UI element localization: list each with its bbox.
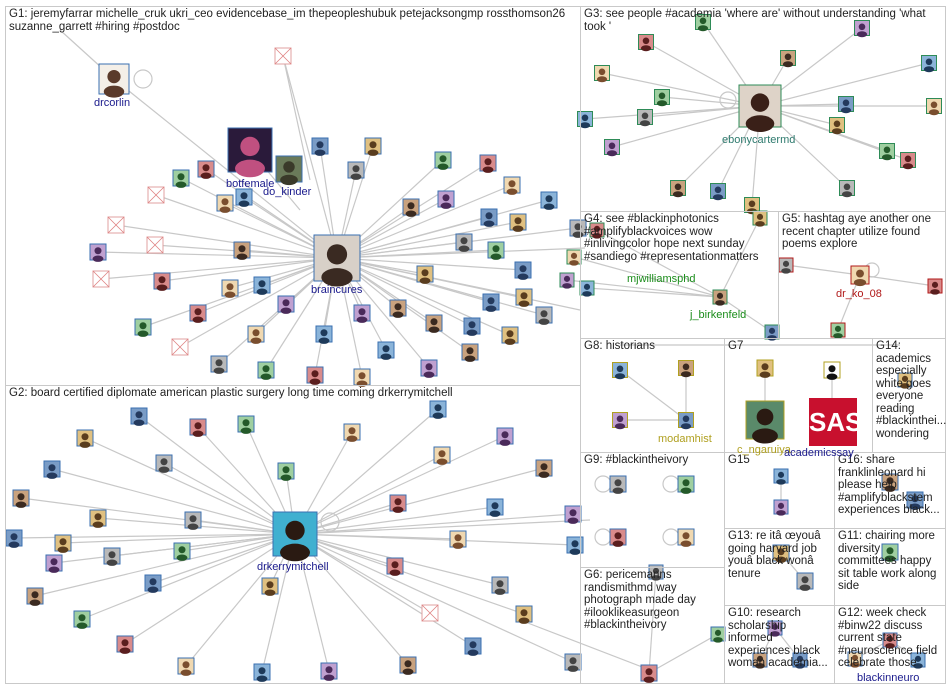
group-g6: G6: pericemanns randismithmd way photogr… <box>580 567 725 684</box>
group-g2: G2: board certified diplomate american p… <box>5 385 581 684</box>
node-label-drkerrymitchell[interactable]: drkerrymitchell <box>257 561 329 573</box>
group-g16-label: G16: share franklinleonard hi please hel… <box>838 454 942 517</box>
group-g16: G16: share franklinleonard hi please hel… <box>834 452 946 529</box>
group-g3-label: G3: see people #academia 'where are' wit… <box>584 8 942 33</box>
node-label-braincures[interactable]: braincures <box>311 284 362 296</box>
node-label-drcorlin[interactable]: drcorlin <box>94 97 130 109</box>
group-g13-label: G13: re itâ œyouâ going harvard job youâ… <box>728 530 831 580</box>
group-g14: G14: academics especially white goes eve… <box>872 338 946 453</box>
node-label-modamhist[interactable]: modamhist <box>658 433 712 445</box>
group-g4-label: G4: see #blackinphotonics #amplifyblackv… <box>584 213 775 263</box>
sas-logo-text: SAS <box>809 407 862 437</box>
group-g1-label: G1: jeremyfarrar michelle_cruk ukri_ceo … <box>9 8 577 33</box>
group-g9-label: G9: #blackintheivory <box>584 454 721 467</box>
node-label-do-kinder[interactable]: do_kinder <box>263 186 311 198</box>
group-g8-label: G8: historians <box>584 340 721 353</box>
group-g10-label: G10: research scholarship informed exper… <box>728 607 831 670</box>
node-label-mjwilliamsphd[interactable]: mjwilliamsphd <box>627 273 695 285</box>
node-label-c-ngaruiya[interactable]: c_ngaruiya <box>737 444 791 456</box>
group-g10: G10: research scholarship informed exper… <box>724 605 835 684</box>
node-label-academicssay[interactable]: academicssay <box>784 447 854 459</box>
group-g5-label: G5: hashtag aye another one recent chapt… <box>782 213 942 251</box>
group-g2-label: G2: board certified diplomate american p… <box>9 387 577 400</box>
node-label-j-birkenfeld[interactable]: j_birkenfeld <box>690 309 746 321</box>
node-label-blackinneuro[interactable]: blackinneuro <box>857 672 919 684</box>
node-label-dr-ko-08[interactable]: dr_ko_08 <box>836 288 882 300</box>
group-g9: G9: #blackintheivory <box>580 452 725 568</box>
node-label-ebonycartermd[interactable]: ebonycartermd <box>722 134 795 146</box>
group-g11: G11: chairing more diversity committees … <box>834 528 946 606</box>
sas-logo[interactable]: SAS <box>809 398 857 446</box>
group-g3: G3: see people #academia 'where are' wit… <box>580 6 946 212</box>
group-g14-label: G14: academics especially white goes eve… <box>876 340 942 440</box>
group-g6-label: G6: pericemanns randismithmd way photogr… <box>584 569 721 632</box>
group-g11-label: G11: chairing more diversity committees … <box>838 530 942 593</box>
group-g7-label: G7 <box>728 340 869 353</box>
group-g5: G5: hashtag aye another one recent chapt… <box>778 211 946 339</box>
group-g13: G13: re itâ œyouâ going harvard job youâ… <box>724 528 835 606</box>
group-g12-label: G12: week check #binw22 discuss current … <box>838 607 942 670</box>
group-g15: G15 <box>724 452 835 529</box>
